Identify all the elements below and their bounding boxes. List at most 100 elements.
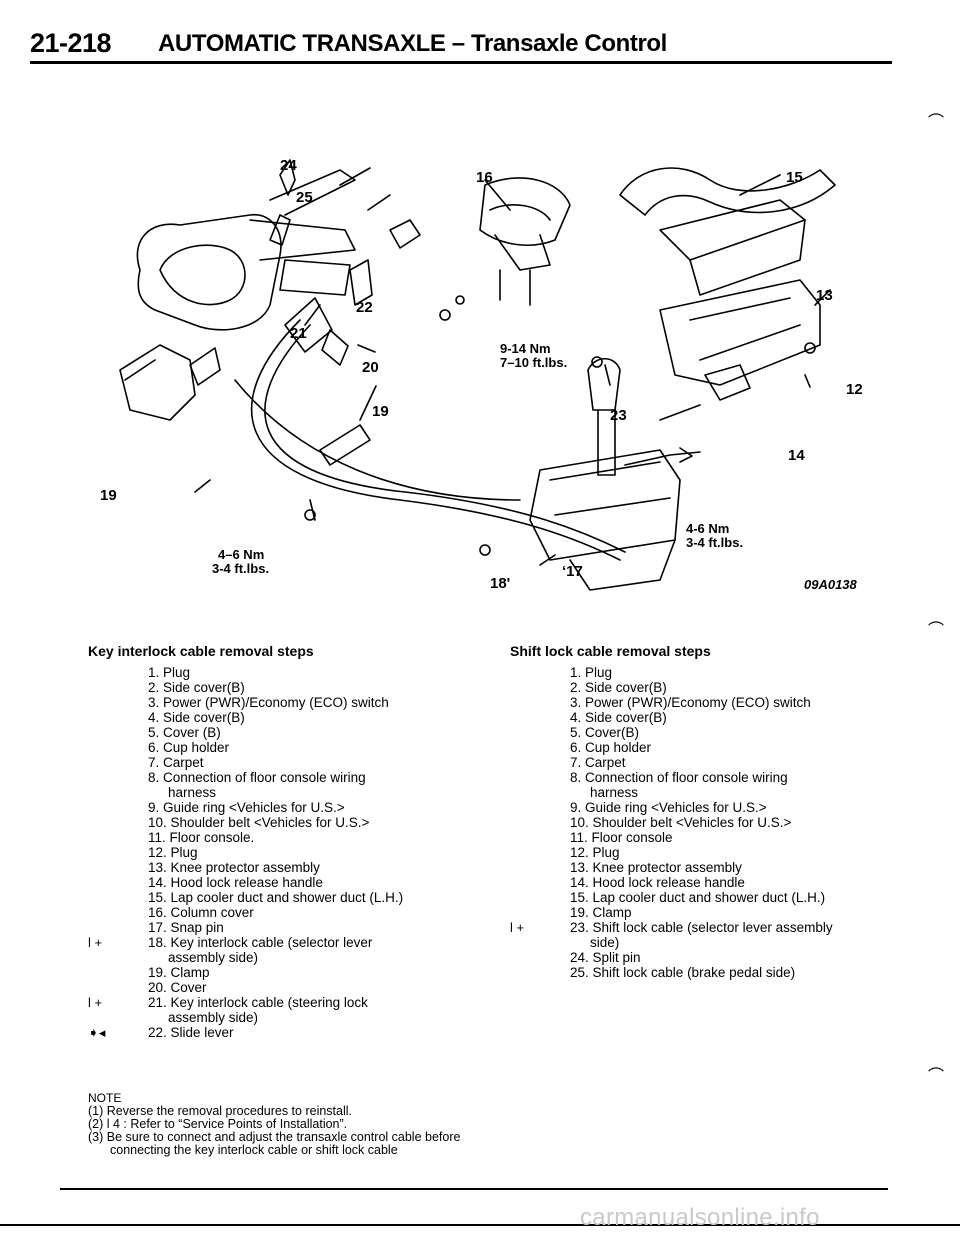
step-text: 19. Clamp xyxy=(148,965,210,980)
step-text-continued: assembly side) xyxy=(168,950,259,965)
page-number: 21-218 xyxy=(30,28,112,58)
note-item-3: (3) Be sure to connect and adjust the tr… xyxy=(88,1130,461,1157)
note-item-2: (2) l 4 : Refer to “Service Points of In… xyxy=(88,1117,348,1131)
step-item: 20. Cover xyxy=(88,980,488,995)
step-text: 18. Key interlock cable (selector lever xyxy=(148,935,373,950)
step-text: 15. Lap cooler duct and shower duct (L.H… xyxy=(570,890,826,905)
step-text: 3. Power (PWR)/Economy (ECO) switch xyxy=(570,695,811,710)
step-item: 2. Side cover(B) xyxy=(88,680,488,695)
step-item: 25. Shift lock cable (brake pedal side) xyxy=(510,965,910,980)
torque-3-ft: 3-4 ft.lbs. xyxy=(686,535,744,550)
step-item: 24. Split pin xyxy=(510,950,910,965)
note-title: NOTE xyxy=(88,1091,122,1105)
step-item: 15. Lap cooler duct and shower duct (L.H… xyxy=(510,890,910,905)
callout-24: 24 xyxy=(280,157,297,174)
step-text: 12. Plug xyxy=(148,845,198,860)
footer-rule xyxy=(60,1188,888,1190)
callout-20: 20 xyxy=(362,359,379,376)
step-item: 10. Shoulder belt <Vehicles for U.S.> xyxy=(510,815,910,830)
step-item: 1. Plug xyxy=(88,665,488,680)
step-item: 19. Clamp xyxy=(88,965,488,980)
callout-21: 21 xyxy=(290,325,307,342)
step-text: 9. Guide ring <Vehicles for U.S.> xyxy=(570,800,767,815)
section-title: AUTOMATIC TRANSAXLE – Transaxle Control xyxy=(158,30,667,57)
step-item: l + 21. Key interlock cable (steering lo… xyxy=(88,995,488,1025)
callout-15: 15 xyxy=(786,169,803,186)
step-item: 5. Cover (B) xyxy=(88,725,488,740)
step-text: 8. Connection of floor console wiring xyxy=(148,770,366,785)
callout-19-upper: 19 xyxy=(372,403,389,420)
bottom-rule xyxy=(0,1224,960,1226)
step-text: 7. Carpet xyxy=(570,755,626,770)
step-item: 4. Side cover(B) xyxy=(510,710,910,725)
callout-25: 25 xyxy=(296,189,313,206)
header-rule xyxy=(30,61,892,64)
step-text: 7. Carpet xyxy=(148,755,204,770)
step-text: 21. Key interlock cable (steering lock xyxy=(148,995,368,1010)
shift-lock-heading: Shift lock cable removal steps xyxy=(510,643,711,659)
step-text: 16. Column cover xyxy=(148,905,254,920)
step-item: 14. Hood lock release handle xyxy=(88,875,488,890)
step-item: 3. Power (PWR)/Economy (ECO) switch xyxy=(510,695,910,710)
step-item: 12. Plug xyxy=(88,845,488,860)
step-text: 1. Plug xyxy=(148,665,191,680)
step-item: 13. Knee protector assembly xyxy=(510,860,910,875)
callout-14: 14 xyxy=(788,447,805,464)
step-text: 9. Guide ring <Vehicles for U.S.> xyxy=(148,800,345,815)
step-text: 11. Floor console xyxy=(570,830,673,845)
step-text: 10. Shoulder belt <Vehicles for U.S.> xyxy=(570,815,792,830)
step-marker: l + xyxy=(88,995,103,1010)
step-marker: ➧◂ xyxy=(88,1025,106,1040)
step-text: 14. Hood lock release handle xyxy=(570,875,745,890)
step-text-continued: assembly side) xyxy=(168,1010,259,1025)
step-text-continued: harness xyxy=(168,785,217,800)
key-interlock-section: Key interlock cable removal steps 1. Plu… xyxy=(88,643,488,1041)
step-item: 13. Knee protector assembly xyxy=(88,860,488,875)
step-text-continued: side) xyxy=(590,935,620,950)
step-text: 1. Plug xyxy=(570,665,613,680)
step-text: 4. Side cover(B) xyxy=(148,710,245,725)
step-item: 17. Snap pin xyxy=(88,920,488,935)
step-text: 5. Cover(B) xyxy=(570,725,640,740)
step-text: 8. Connection of floor console wiring xyxy=(570,770,788,785)
step-item: 15. Lap cooler duct and shower duct (L.H… xyxy=(88,890,488,905)
step-item: ➧◂ 22. Slide lever xyxy=(88,1025,488,1040)
step-text: 25. Shift lock cable (brake pedal side) xyxy=(570,965,796,980)
step-text-continued: harness xyxy=(590,785,639,800)
torque-1-nm: 9-14 Nm xyxy=(500,341,551,356)
callout-12: 12 xyxy=(846,381,863,398)
step-text: 10. Shoulder belt <Vehicles for U.S.> xyxy=(148,815,370,830)
step-item: 9. Guide ring <Vehicles for U.S.> xyxy=(510,800,910,815)
step-text: 2. Side cover(B) xyxy=(570,680,667,695)
step-item: 9. Guide ring <Vehicles for U.S.> xyxy=(88,800,488,815)
watermark-text: carmanualsonline.info xyxy=(580,1204,820,1231)
step-item: 16. Column cover xyxy=(88,905,488,920)
callout-17: ‘17 xyxy=(562,563,583,580)
step-text: 4. Side cover(B) xyxy=(570,710,667,725)
key-interlock-heading: Key interlock cable removal steps xyxy=(88,643,314,659)
torque-2-ft: 3-4 ft.lbs. xyxy=(212,561,270,576)
step-text: 3. Power (PWR)/Economy (ECO) switch xyxy=(148,695,389,710)
step-item: 4. Side cover(B) xyxy=(88,710,488,725)
note-block: NOTE (1) Reverse the removal procedures … xyxy=(88,1092,468,1157)
step-item: 14. Hood lock release handle xyxy=(510,875,910,890)
page-header: 21-218 AUTOMATIC TRANSAXLE – Transaxle C… xyxy=(30,28,892,62)
step-text: 6. Cup holder xyxy=(570,740,652,755)
step-item: 19. Clamp xyxy=(510,905,910,920)
step-text: 11. Floor console. xyxy=(148,830,255,845)
step-item: 7. Carpet xyxy=(510,755,910,770)
step-text: 22. Slide lever xyxy=(148,1025,234,1040)
step-item: 2. Side cover(B) xyxy=(510,680,910,695)
step-text: 17. Snap pin xyxy=(148,920,224,935)
step-marker: l + xyxy=(88,935,103,950)
step-marker: l + xyxy=(510,920,525,935)
step-text: 14. Hood lock release handle xyxy=(148,875,323,890)
step-item: 1. Plug xyxy=(510,665,910,680)
callout-13: 13 xyxy=(816,287,833,304)
step-item: 6. Cup holder xyxy=(510,740,910,755)
step-text: 24. Split pin xyxy=(570,950,641,965)
